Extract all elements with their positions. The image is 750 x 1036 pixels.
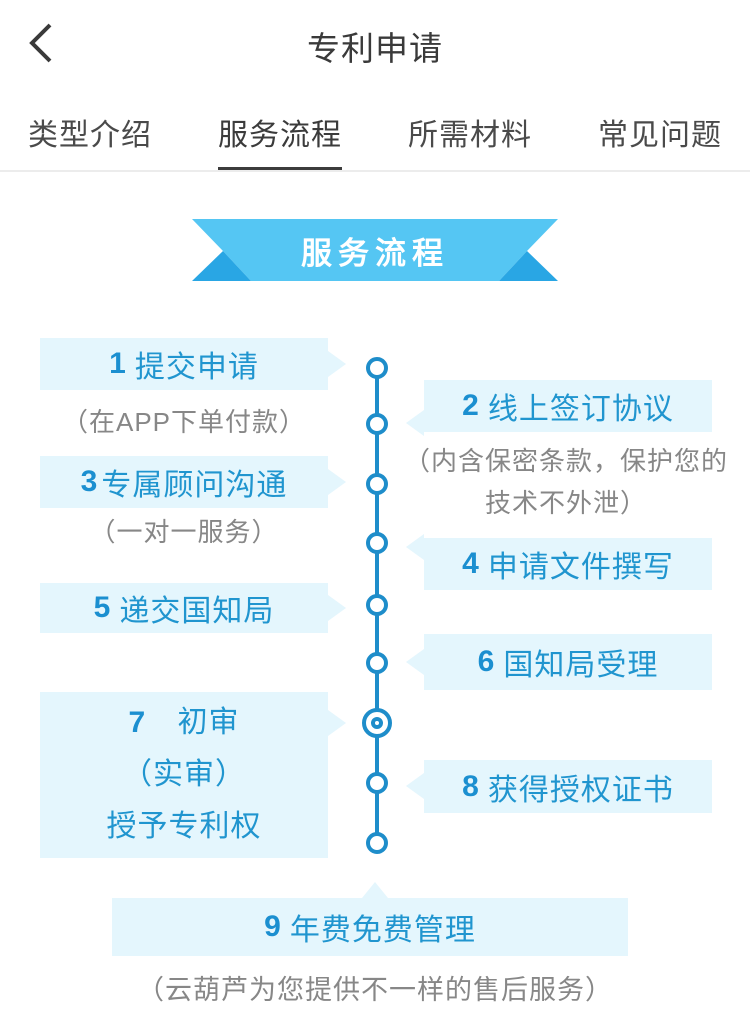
step-number-4: 4 <box>462 547 480 580</box>
timeline-node-4 <box>366 532 388 554</box>
timeline-node-6 <box>366 652 388 674</box>
timeline-node-5 <box>366 594 388 616</box>
tab-required-materials[interactable]: 所需材料 <box>408 118 532 152</box>
tab-faq[interactable]: 常见问题 <box>598 118 722 152</box>
step-note-2: （内含保密条款，保护您的 技术不外泄） <box>396 440 736 524</box>
step-note-1: （在APP下单付款） <box>61 407 307 437</box>
title-bar: 专利申请 <box>0 0 750 90</box>
step-title-1: 提交申请 <box>134 351 259 384</box>
tab-type-intro[interactable]: 类型介绍 <box>28 118 152 152</box>
timeline-node-9 <box>366 832 388 854</box>
page-title: 专利申请 <box>307 30 443 67</box>
step-note-3: （一对一服务） <box>89 517 279 547</box>
step-note-9: （云葫芦为您提供不一样的售后服务） <box>137 975 613 1005</box>
step-9-pointer <box>362 882 388 898</box>
back-button[interactable] <box>24 20 60 66</box>
step-5-pointer <box>328 595 346 621</box>
step-3-pointer <box>328 469 346 495</box>
step-title-4: 申请文件撰写 <box>487 551 674 584</box>
step-box-2: 2 线上签订协议 <box>406 380 712 436</box>
step-7-pointer <box>328 710 346 736</box>
step-box-4: 4 申请文件撰写 <box>406 534 712 590</box>
step-title-5: 递交国知局 <box>119 595 275 628</box>
step-7-line1: 7 初审 <box>128 697 239 749</box>
tab-divider <box>0 170 750 172</box>
step-7-line1-text: 初审 <box>177 706 240 739</box>
step-number-5: 5 <box>93 591 112 624</box>
chevron-left-icon <box>29 23 52 63</box>
tab-service-process[interactable]: 服务流程 <box>218 96 342 172</box>
step-7-line2: （实审） <box>122 758 246 791</box>
step-number-2: 2 <box>462 389 480 422</box>
step-number-8: 8 <box>462 769 480 803</box>
timeline-node-1 <box>366 357 388 379</box>
step-box-3: 3 专属顾问沟通 <box>40 456 346 508</box>
step-title-3: 专属顾问沟通 <box>101 469 288 502</box>
step-2-pointer <box>406 410 424 436</box>
step-title-8: 获得授权证书 <box>487 773 674 807</box>
step-7-line3: 授予专利权 <box>106 810 262 843</box>
ribbon-banner <box>192 219 558 281</box>
step-4-pointer <box>406 534 424 560</box>
step-box-7: 7 初审 （实审） 授予专利权 <box>40 692 346 858</box>
timeline-node-3 <box>366 473 388 495</box>
step-box-1: 1 提交申请 <box>40 338 346 390</box>
step-number-9: 9 <box>264 910 282 943</box>
step-6-pointer <box>406 649 424 675</box>
step-note-2-line2: 技术不外泄） <box>484 488 647 518</box>
step-number-1: 1 <box>109 347 127 380</box>
ribbon-title: 服务流程 <box>301 236 449 271</box>
step-number-6: 6 <box>477 645 496 678</box>
timeline-node-7 <box>362 708 392 738</box>
step-number-3: 3 <box>80 465 99 498</box>
step-note-2-line1: （内含保密条款，保护您的 <box>403 446 728 476</box>
step-box-8: 8 获得授权证书 <box>406 760 712 813</box>
step-box-9: 9 年费免费管理 <box>112 882 628 956</box>
step-8-pointer <box>406 773 424 799</box>
step-number-7: 7 <box>128 706 147 739</box>
step-box-5: 5 递交国知局 <box>40 583 346 633</box>
tab-bar: 类型介绍 服务流程 所需材料 常见问题 <box>0 96 750 172</box>
step-box-6: 6 国知局受理 <box>406 634 712 690</box>
step-title-9: 年费免费管理 <box>289 914 476 947</box>
step-1-pointer <box>328 351 346 377</box>
timeline-node-7-inner <box>371 717 383 729</box>
step-title-6: 国知局受理 <box>503 649 659 682</box>
timeline-node-8 <box>366 772 388 794</box>
step-title-2: 线上签订协议 <box>487 393 674 426</box>
timeline-node-2 <box>366 413 388 435</box>
